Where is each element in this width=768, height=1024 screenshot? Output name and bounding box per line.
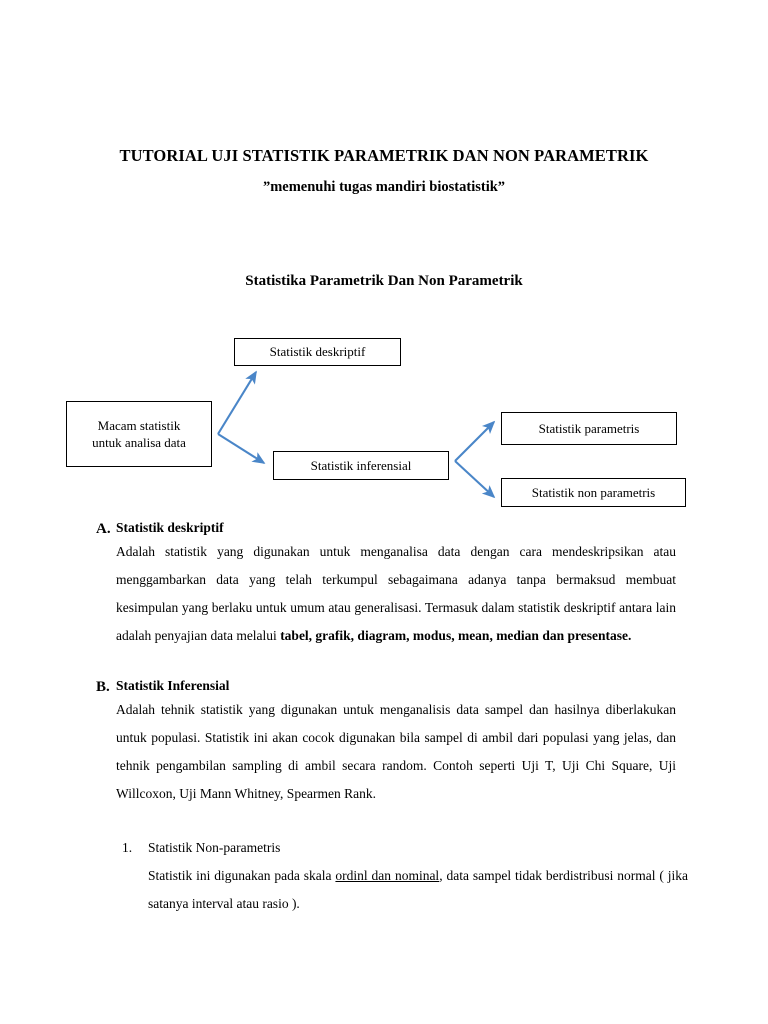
sub-item-1-text-underlined: ordinl dan nominal (335, 867, 440, 883)
section-b-heading-row: B. Statistik Inferensial (0, 676, 768, 696)
document-body: A. Statistik deskriptif Adalah statistik… (0, 518, 768, 918)
spacer-section-b-list (0, 808, 768, 834)
section-a-paragraph-plain: Adalah statistik yang digunakan untuk me… (116, 544, 676, 644)
sub-item-1-text-before: Statistik ini digunakan pada skala (148, 867, 336, 883)
section-a-heading-row: A. Statistik deskriptif (0, 518, 768, 538)
section-a-marker: A. (96, 521, 111, 537)
diagram-node-non-parametris[interactable]: Statistik non parametris (501, 478, 686, 507)
section-a: A. Statistik deskriptif Adalah statistik… (0, 518, 768, 650)
section-b-marker: B. (96, 679, 110, 695)
spacer-section-a-b (0, 650, 768, 676)
diagram-node-parametris-label: Statistik parametris (538, 420, 640, 436)
document-subtitle: ”memenuhi tugas mandiri biostatistik” (262, 179, 506, 195)
statistics-flow-diagram: Macam statistik untuk analisa data Stati… (0, 330, 768, 520)
section-b-paragraph: Adalah tehnik statistik yang digunakan u… (116, 702, 676, 802)
diagram-node-deskriptif-label: Statistik deskriptif (269, 344, 366, 360)
document-title: TUTORIAL UJI STATISTIK PARAMETRIK DAN NO… (119, 146, 649, 165)
diagram-node-deskriptif[interactable]: Statistik deskriptif (234, 338, 401, 366)
sub-item-1: 1. Statistik Non-parametris Statistik in… (0, 834, 768, 918)
section-a-paragraph-bold: tabel, grafik, diagram, modus, mean, med… (280, 628, 632, 644)
sub-item-1-title: Statistik Non-parametris (148, 840, 281, 855)
section-a-heading-label: Statistik deskriptif (116, 520, 224, 535)
root-label-line-1: Macam statistik (97, 417, 181, 433)
root-label-line-2: untuk analisa data (92, 435, 186, 450)
arrow-root-to-deskriptif (217, 370, 257, 435)
arrow-inferensial-to-nonparametris (454, 460, 496, 499)
diagram-node-parametris[interactable]: Statistik parametris (501, 412, 677, 445)
section-heading: Statistika Parametrik Dan Non Parametrik (245, 273, 523, 289)
section-b-heading-label: Statistik Inferensial (116, 678, 230, 693)
arrow-inferensial-to-parametris (454, 420, 496, 462)
diagram-node-inferensial-label: Statistik inferensial (310, 457, 412, 473)
arrow-root-to-inferensial (217, 433, 266, 464)
diagram-node-root-label: Macam statistik untuk analisa data (92, 417, 186, 451)
diagram-node-inferensial[interactable]: Statistik inferensial (273, 451, 449, 480)
section-a-paragraph: Adalah statistik yang digunakan untuk me… (0, 538, 768, 650)
diagram-node-non-parametris-label: Statistik non parametris (531, 484, 656, 500)
sub-item-1-paragraph: Statistik ini digunakan pada skala ordin… (148, 862, 768, 918)
sub-item-1-marker: 1. (122, 840, 133, 855)
sub-item-1-text-after: , data sampel tidak berdistribusi normal… (148, 867, 688, 911)
section-b: B. Statistik Inferensial Adalah tehnik s… (0, 676, 768, 808)
diagram-node-root[interactable]: Macam statistik untuk analisa data (66, 401, 212, 467)
